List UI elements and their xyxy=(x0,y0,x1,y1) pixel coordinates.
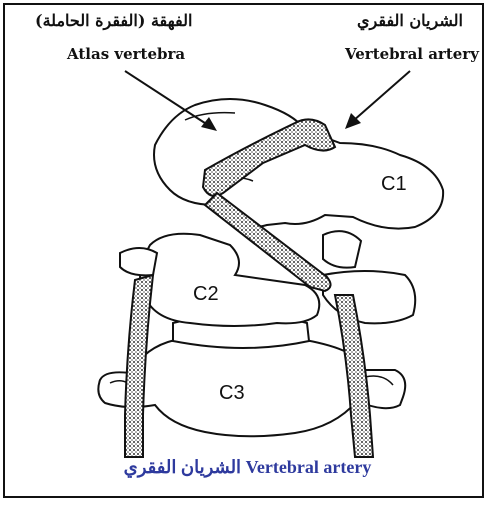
c2-label: C2 xyxy=(193,283,219,306)
c1-label: C1 xyxy=(381,173,407,196)
artery-english-label: Vertebral artery xyxy=(345,45,479,63)
c2-vertebra xyxy=(140,234,319,326)
atlas-arabic-label: الفهقة (الفقرة الحاملة) xyxy=(35,11,192,30)
figure-caption: الشريان الفقري Vertebral artery xyxy=(5,457,489,478)
caption-english: Vertebral artery xyxy=(246,457,372,477)
atlas-english-label: Atlas vertebra xyxy=(67,45,185,63)
caption-arabic: الشريان الفقري xyxy=(124,457,241,477)
c3-label: C3 xyxy=(219,382,245,405)
artery-pointer-arrow xyxy=(345,71,410,129)
artery-arabic-label: الشريان الفقري xyxy=(357,11,463,30)
figure-frame: الفهقة (الفقرة الحاملة) الشريان الفقري A… xyxy=(3,3,484,498)
vertebrae-diagram xyxy=(5,5,489,508)
